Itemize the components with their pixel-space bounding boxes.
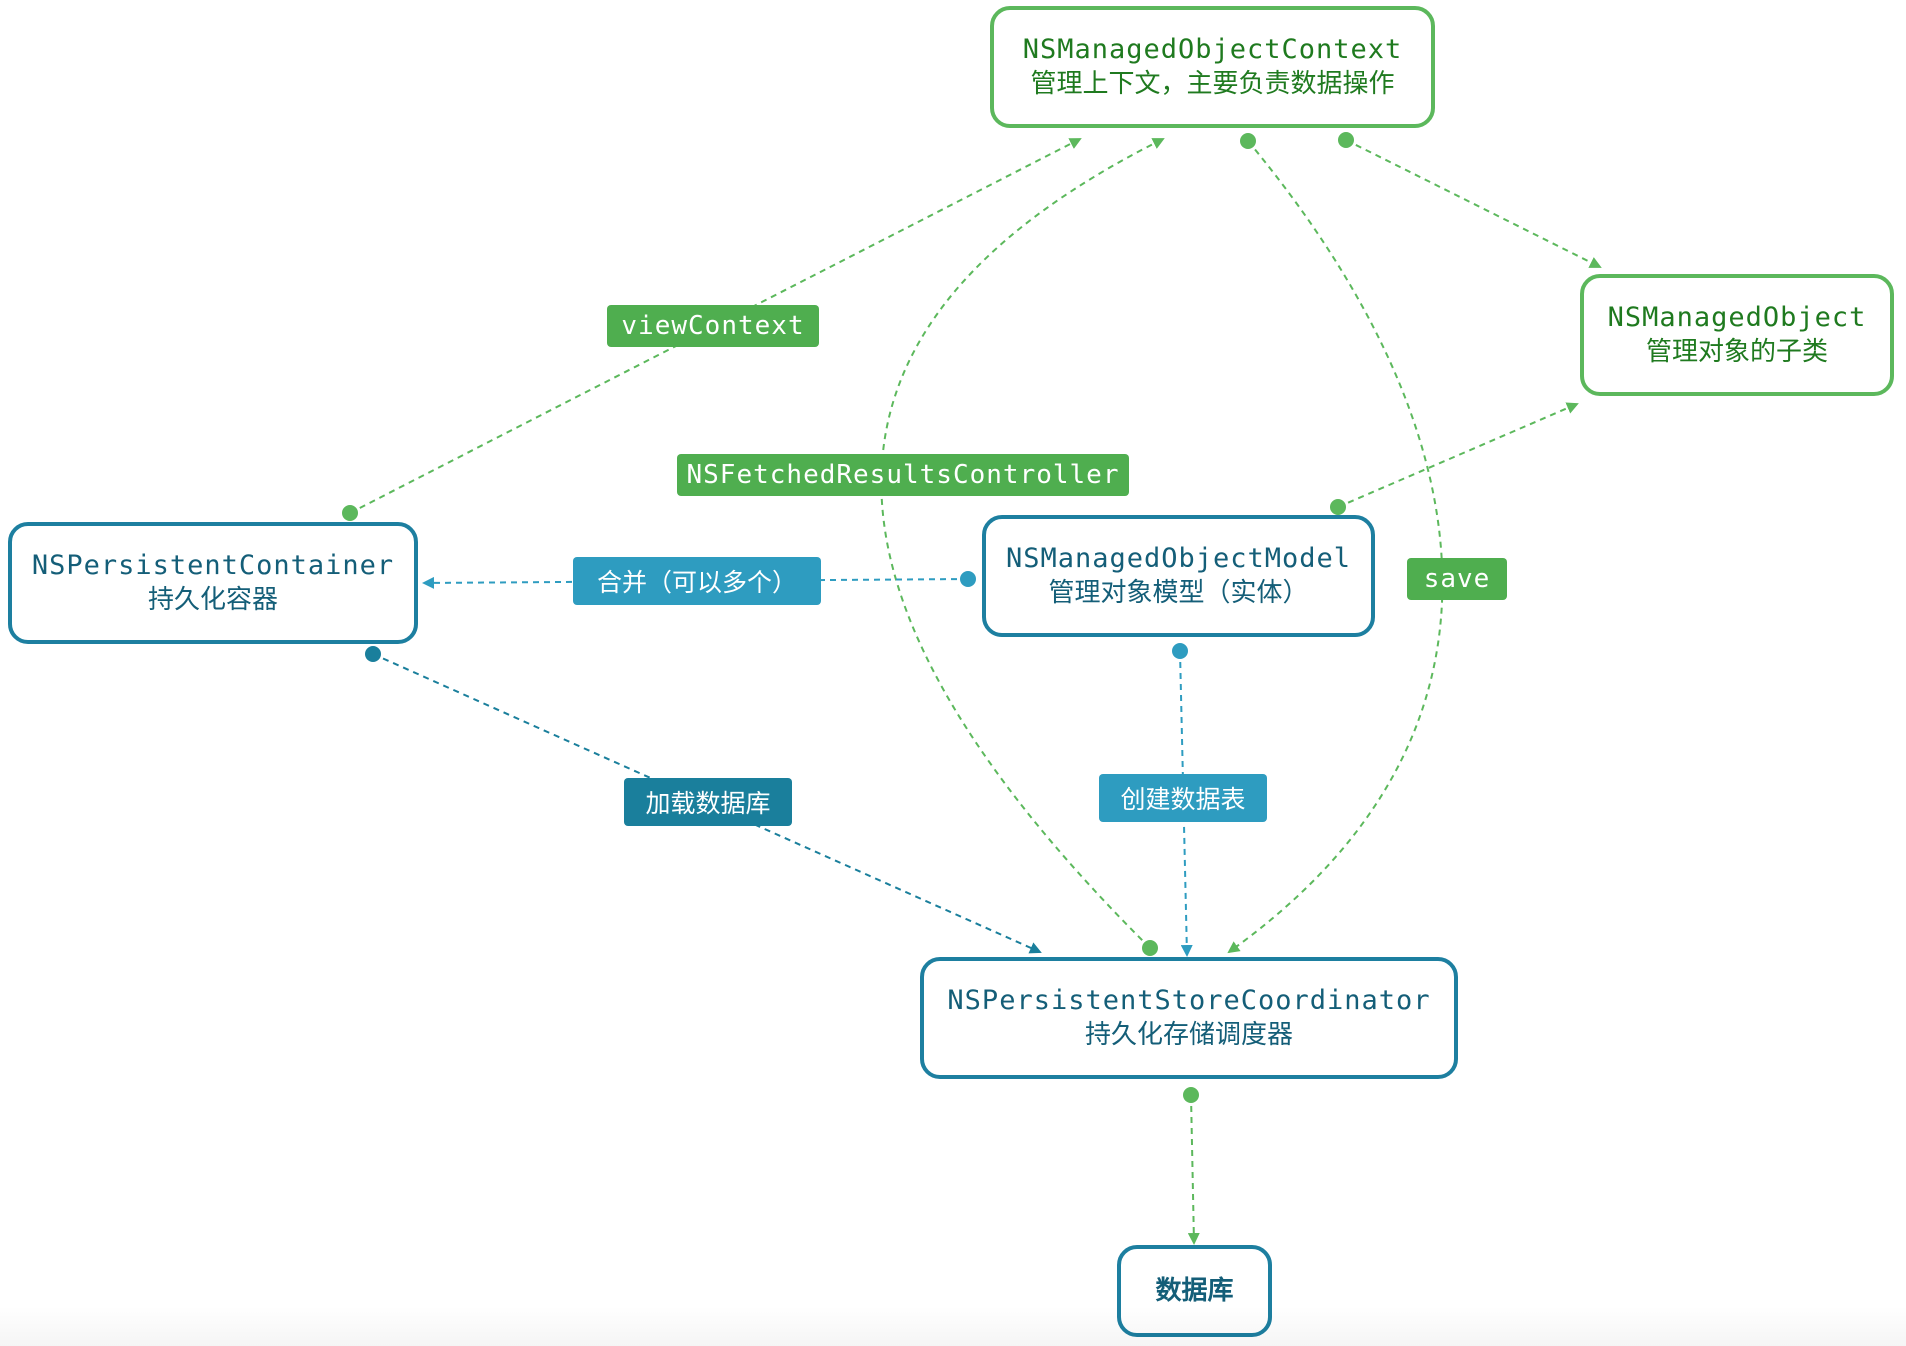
edge-view-context-start-dot bbox=[342, 505, 358, 521]
node-coordinator-subtitle: 持久化存储调度器 bbox=[1084, 1020, 1293, 1050]
edge-model-object bbox=[1337, 402, 1579, 508]
node-container-title: NSPersistentContainer bbox=[31, 550, 395, 581]
label-merge: 合并（可以多个） bbox=[573, 557, 821, 605]
node-context-title: NSManagedObjectContext bbox=[1022, 34, 1403, 65]
edge-merge-start-dot bbox=[960, 571, 976, 587]
edge-coordinator-database bbox=[1187, 1094, 1200, 1245]
node-model-title: NSManagedObjectModel bbox=[1005, 543, 1352, 574]
edge-coordinator-database-start-dot bbox=[1183, 1087, 1199, 1103]
node-persistent-store-coordinator: NSPersistentStoreCoordinator 持久化存储调度器 bbox=[920, 957, 1458, 1079]
edge-context-object-start-dot bbox=[1338, 132, 1354, 148]
node-database-title: 数据库 bbox=[1155, 1276, 1234, 1306]
label-create-tables: 创建数据表 bbox=[1099, 774, 1267, 822]
node-database: 数据库 bbox=[1117, 1245, 1272, 1337]
edge-fetched-results-start-dot bbox=[1142, 940, 1158, 956]
edge-context-object bbox=[1345, 139, 1602, 268]
node-coordinator-title: NSPersistentStoreCoordinator bbox=[947, 985, 1431, 1016]
node-object-title: NSManagedObject bbox=[1607, 302, 1867, 333]
label-load-database: 加载数据库 bbox=[624, 778, 792, 826]
bottom-shadow bbox=[0, 1306, 1906, 1346]
edge-save-start-dot bbox=[1240, 133, 1256, 149]
node-managed-object-context: NSManagedObjectContext 管理上下文，主要负责数据操作 bbox=[990, 6, 1435, 128]
node-object-subtitle: 管理对象的子类 bbox=[1645, 337, 1828, 367]
label-fetched-results-controller: NSFetchedResultsController bbox=[677, 454, 1129, 496]
node-managed-object-model: NSManagedObjectModel 管理对象模型（实体） bbox=[982, 515, 1375, 637]
node-persistent-container: NSPersistentContainer 持久化容器 bbox=[8, 522, 418, 644]
node-container-subtitle: 持久化容器 bbox=[147, 585, 278, 615]
edge-merge bbox=[422, 576, 969, 589]
edge-model-object-start-dot bbox=[1330, 499, 1346, 515]
label-view-context: viewContext bbox=[607, 305, 819, 347]
node-context-subtitle: 管理上下文，主要负责数据操作 bbox=[1030, 69, 1395, 99]
label-save: save bbox=[1407, 558, 1507, 600]
edge-create-tables bbox=[1179, 650, 1193, 957]
edge-fetched-results bbox=[880, 138, 1165, 949]
edge-create-tables-start-dot bbox=[1172, 643, 1188, 659]
node-managed-object: NSManagedObject 管理对象的子类 bbox=[1580, 274, 1894, 396]
node-model-subtitle: 管理对象模型（实体） bbox=[1048, 578, 1309, 608]
edge-load-database-start-dot bbox=[365, 646, 381, 662]
